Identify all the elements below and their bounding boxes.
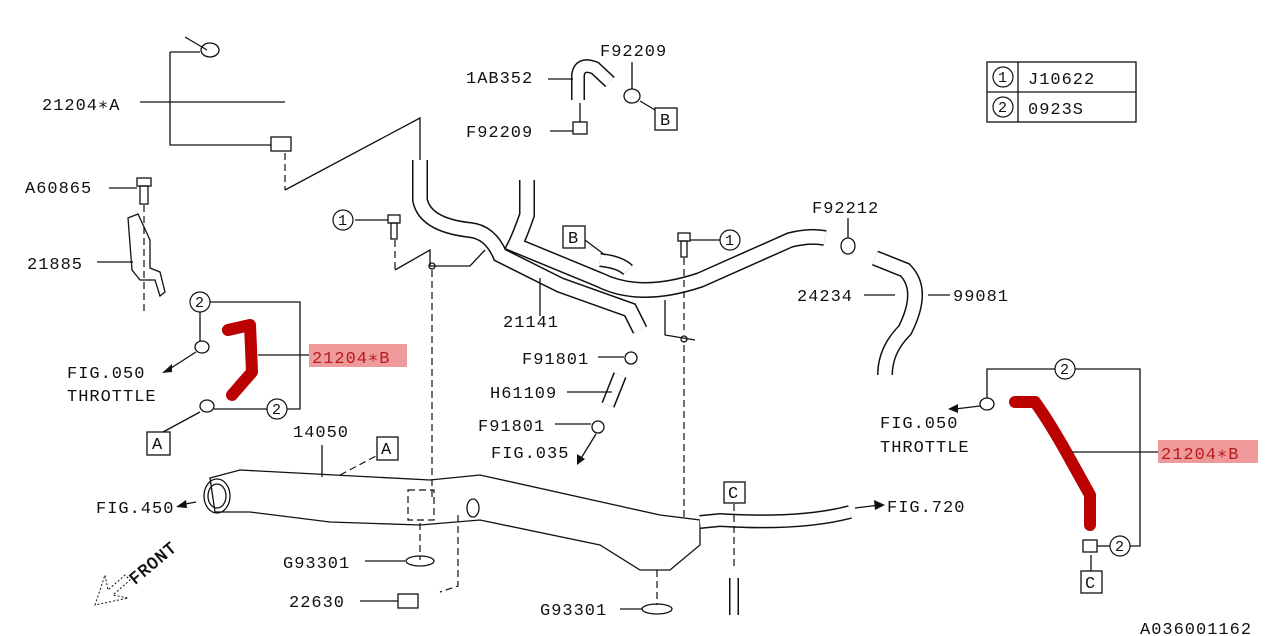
fig-ref-450[interactable]: FIG.450 bbox=[96, 500, 174, 519]
circled-ref-2-icon bbox=[1054, 358, 1076, 380]
part-label-21204b-left-text[interactable]: 21204∗B bbox=[312, 350, 390, 369]
part-label-14050[interactable]: 14050 bbox=[293, 424, 349, 443]
legend-ref-2: 2 bbox=[998, 100, 1008, 117]
pipe-21141-drawing bbox=[355, 160, 950, 520]
part-label-99081[interactable]: 99081 bbox=[953, 288, 1009, 307]
manifold-14050-drawing bbox=[176, 445, 885, 615]
hose-h61109-drawing bbox=[555, 351, 638, 465]
marker-c-right: C bbox=[1080, 570, 1103, 594]
ref-2: 2 bbox=[1060, 362, 1070, 379]
part-label-21885[interactable]: 21885 bbox=[27, 256, 83, 275]
marker-b-top: B bbox=[654, 107, 678, 131]
circled-ref-1-icon bbox=[332, 209, 354, 231]
fig-ref-035[interactable]: FIG.035 bbox=[491, 445, 569, 464]
part-label-21204b-right[interactable]: 21204∗B bbox=[1158, 440, 1258, 465]
circled-ref-2-icon bbox=[1109, 535, 1131, 557]
front-label: FRONT bbox=[127, 539, 182, 590]
ref-1-left: 1 bbox=[338, 213, 348, 230]
legend-table: 1 J10622 2 0923S bbox=[986, 61, 1137, 123]
hose-21204b-left-drawing bbox=[162, 301, 309, 433]
part-label-a60865[interactable]: A60865 bbox=[25, 180, 92, 199]
ref-2: 2 bbox=[1115, 539, 1125, 556]
part-label-f92212[interactable]: F92212 bbox=[812, 200, 879, 219]
marker-c-label: C bbox=[728, 485, 739, 504]
legend-part-2[interactable]: 0923S bbox=[1028, 101, 1084, 120]
part-label-21204a[interactable]: 21204∗A bbox=[42, 97, 120, 116]
marker-a-left: A bbox=[146, 431, 171, 456]
part-label-21141[interactable]: 21141 bbox=[503, 314, 559, 333]
marker-b-mid: B bbox=[562, 225, 586, 249]
fig-ref-720[interactable]: FIG.720 bbox=[887, 499, 965, 518]
diagram-id: A036001162 bbox=[1140, 621, 1252, 636]
fig-ref-050-right[interactable]: FIG.050 bbox=[880, 415, 958, 434]
ref-2: 2 bbox=[195, 295, 205, 312]
part-label-22630[interactable]: 22630 bbox=[289, 594, 345, 613]
fig-ref-050-left[interactable]: FIG.050 bbox=[67, 365, 145, 384]
part-label-h61109[interactable]: H61109 bbox=[490, 385, 557, 404]
marker-b-label: B bbox=[568, 230, 579, 249]
ref-1-right: 1 bbox=[725, 233, 735, 250]
circled-ref-1-icon bbox=[719, 229, 741, 251]
part-label-f91801-bottom[interactable]: F91801 bbox=[478, 418, 545, 437]
marker-b-label: B bbox=[660, 112, 671, 131]
part-label-21204b-right-text[interactable]: 21204∗B bbox=[1161, 446, 1239, 465]
bracket-21885-drawing bbox=[97, 177, 166, 315]
marker-c-label: C bbox=[1085, 575, 1096, 594]
circled-ref-2-icon bbox=[189, 291, 211, 313]
part-label-24234[interactable]: 24234 bbox=[797, 288, 853, 307]
part-label-f92209-bottom[interactable]: F92209 bbox=[466, 124, 533, 143]
circled-ref-2-icon bbox=[266, 398, 288, 420]
part-label-21204b-left[interactable]: 21204∗B bbox=[309, 344, 407, 369]
hose-21204a-drawing bbox=[140, 36, 421, 191]
marker-a-mid: A bbox=[376, 436, 399, 461]
throttle-label-right: THROTTLE bbox=[880, 439, 970, 458]
legend-ref-1: 1 bbox=[998, 70, 1008, 87]
part-label-f91801-top[interactable]: F91801 bbox=[522, 351, 589, 370]
part-label-g93301-right[interactable]: G93301 bbox=[540, 602, 607, 621]
circled-ref-icon bbox=[992, 66, 1014, 88]
hose-21204b-right-drawing bbox=[948, 368, 1158, 571]
marker-c-mid: C bbox=[723, 481, 746, 504]
ref-2: 2 bbox=[272, 402, 282, 419]
throttle-label-left: THROTTLE bbox=[67, 388, 157, 407]
part-label-g93301-left[interactable]: G93301 bbox=[283, 555, 350, 574]
marker-a-label: A bbox=[381, 441, 392, 460]
legend-part-1[interactable]: J10622 bbox=[1028, 71, 1095, 90]
marker-a-label: A bbox=[152, 436, 163, 455]
circled-ref-icon bbox=[992, 96, 1014, 118]
part-label-f92209-top[interactable]: F92209 bbox=[600, 43, 667, 62]
front-arrow-icon: FRONT bbox=[94, 539, 182, 606]
elbow-1ab352-drawing bbox=[548, 59, 656, 135]
part-label-1ab352[interactable]: 1AB352 bbox=[466, 70, 533, 89]
